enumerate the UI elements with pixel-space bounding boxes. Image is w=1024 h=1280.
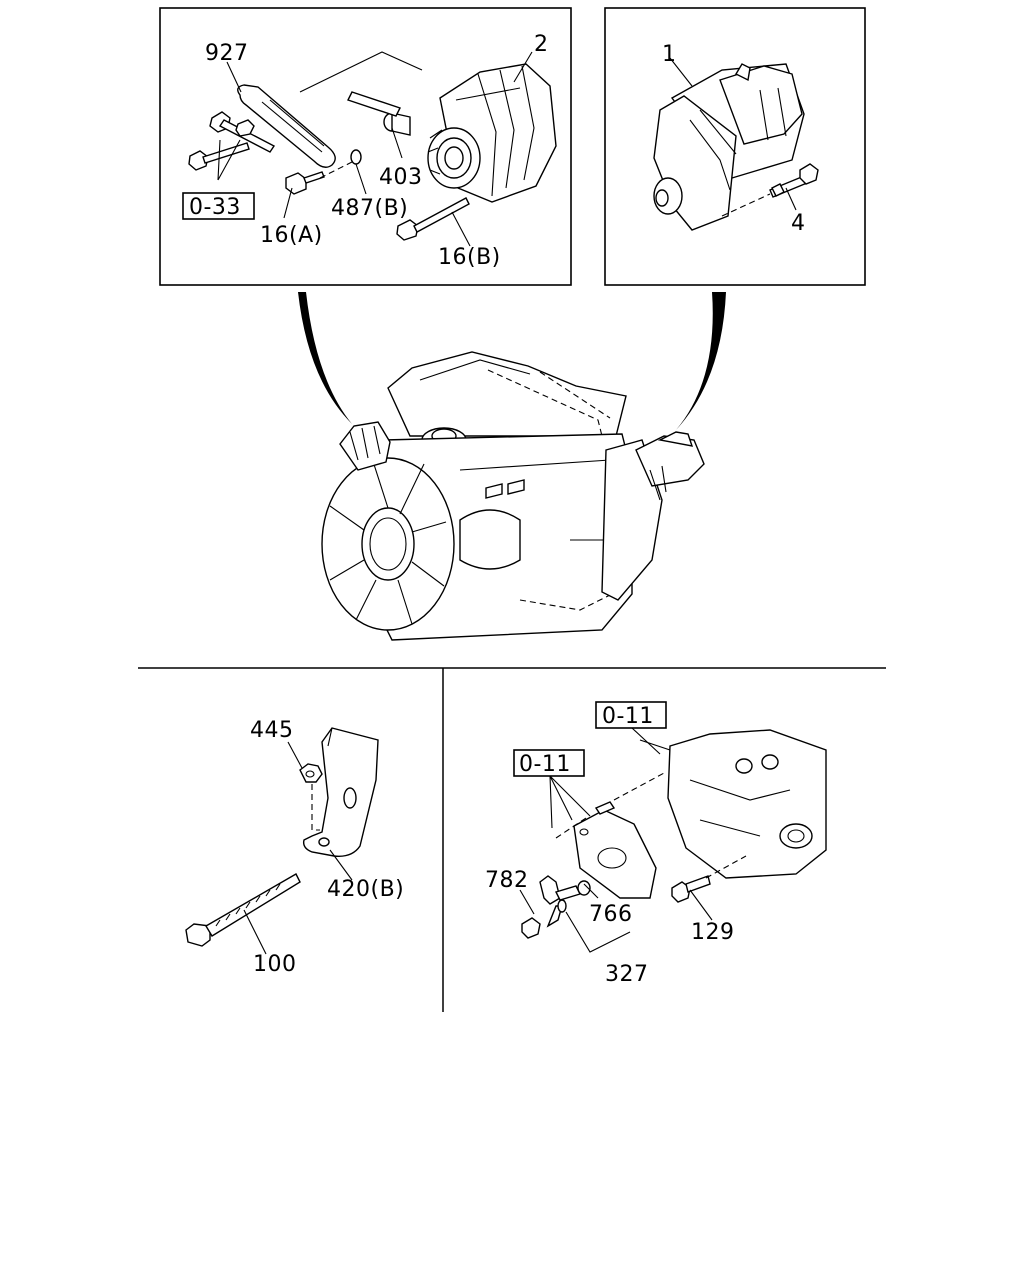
crank-position-sensor: [521, 875, 591, 939]
starter-detail-panel: [604, 7, 866, 286]
label-445: 445: [250, 718, 294, 743]
washer-spacer: [299, 51, 423, 165]
starter-motor: [653, 63, 805, 231]
sensor-panel: [513, 701, 827, 953]
label-0-33: 0-33: [189, 195, 241, 220]
label-327: 327: [605, 962, 649, 987]
hex-nut: [299, 763, 323, 831]
engine-assembly: [321, 351, 705, 641]
label-782: 782: [485, 868, 529, 893]
temperature-sensor: [671, 855, 747, 903]
cooling-fan: [321, 451, 455, 631]
sensor-cover-plate: [573, 771, 667, 899]
label-766: 766: [589, 902, 633, 927]
cylinder-head: [639, 729, 827, 879]
label-16b: 16(B): [438, 245, 501, 270]
callout-arc-right: [676, 292, 726, 430]
label-403: 403: [379, 165, 423, 190]
harness-bracket: [302, 727, 379, 857]
label-420b: 420(B): [327, 877, 404, 902]
adjusting-bracket: [237, 84, 336, 168]
label-16a: 16(A): [260, 223, 323, 248]
starter-stud: [721, 163, 819, 217]
callout-arc-left: [298, 292, 352, 424]
label-487b: 487(B): [331, 196, 408, 221]
label-129: 129: [691, 920, 735, 945]
label-4: 4: [791, 211, 806, 236]
label-0-11-bolts: 0-11: [519, 752, 571, 777]
cable-tie: [185, 873, 301, 947]
alternator-detail-panel: [159, 7, 572, 286]
bracket-bolts: [188, 111, 361, 195]
label-2: 2: [534, 32, 549, 57]
bracket-clip-panel: [185, 727, 379, 955]
label-0-11-head: 0-11: [602, 704, 654, 729]
long-bolt: [396, 197, 470, 241]
label-100: 100: [253, 952, 297, 977]
engine-starter: [635, 431, 705, 501]
alternator: [427, 63, 557, 203]
engine-alternator: [339, 421, 391, 471]
label-927: 927: [205, 41, 249, 66]
label-1: 1: [662, 42, 677, 67]
